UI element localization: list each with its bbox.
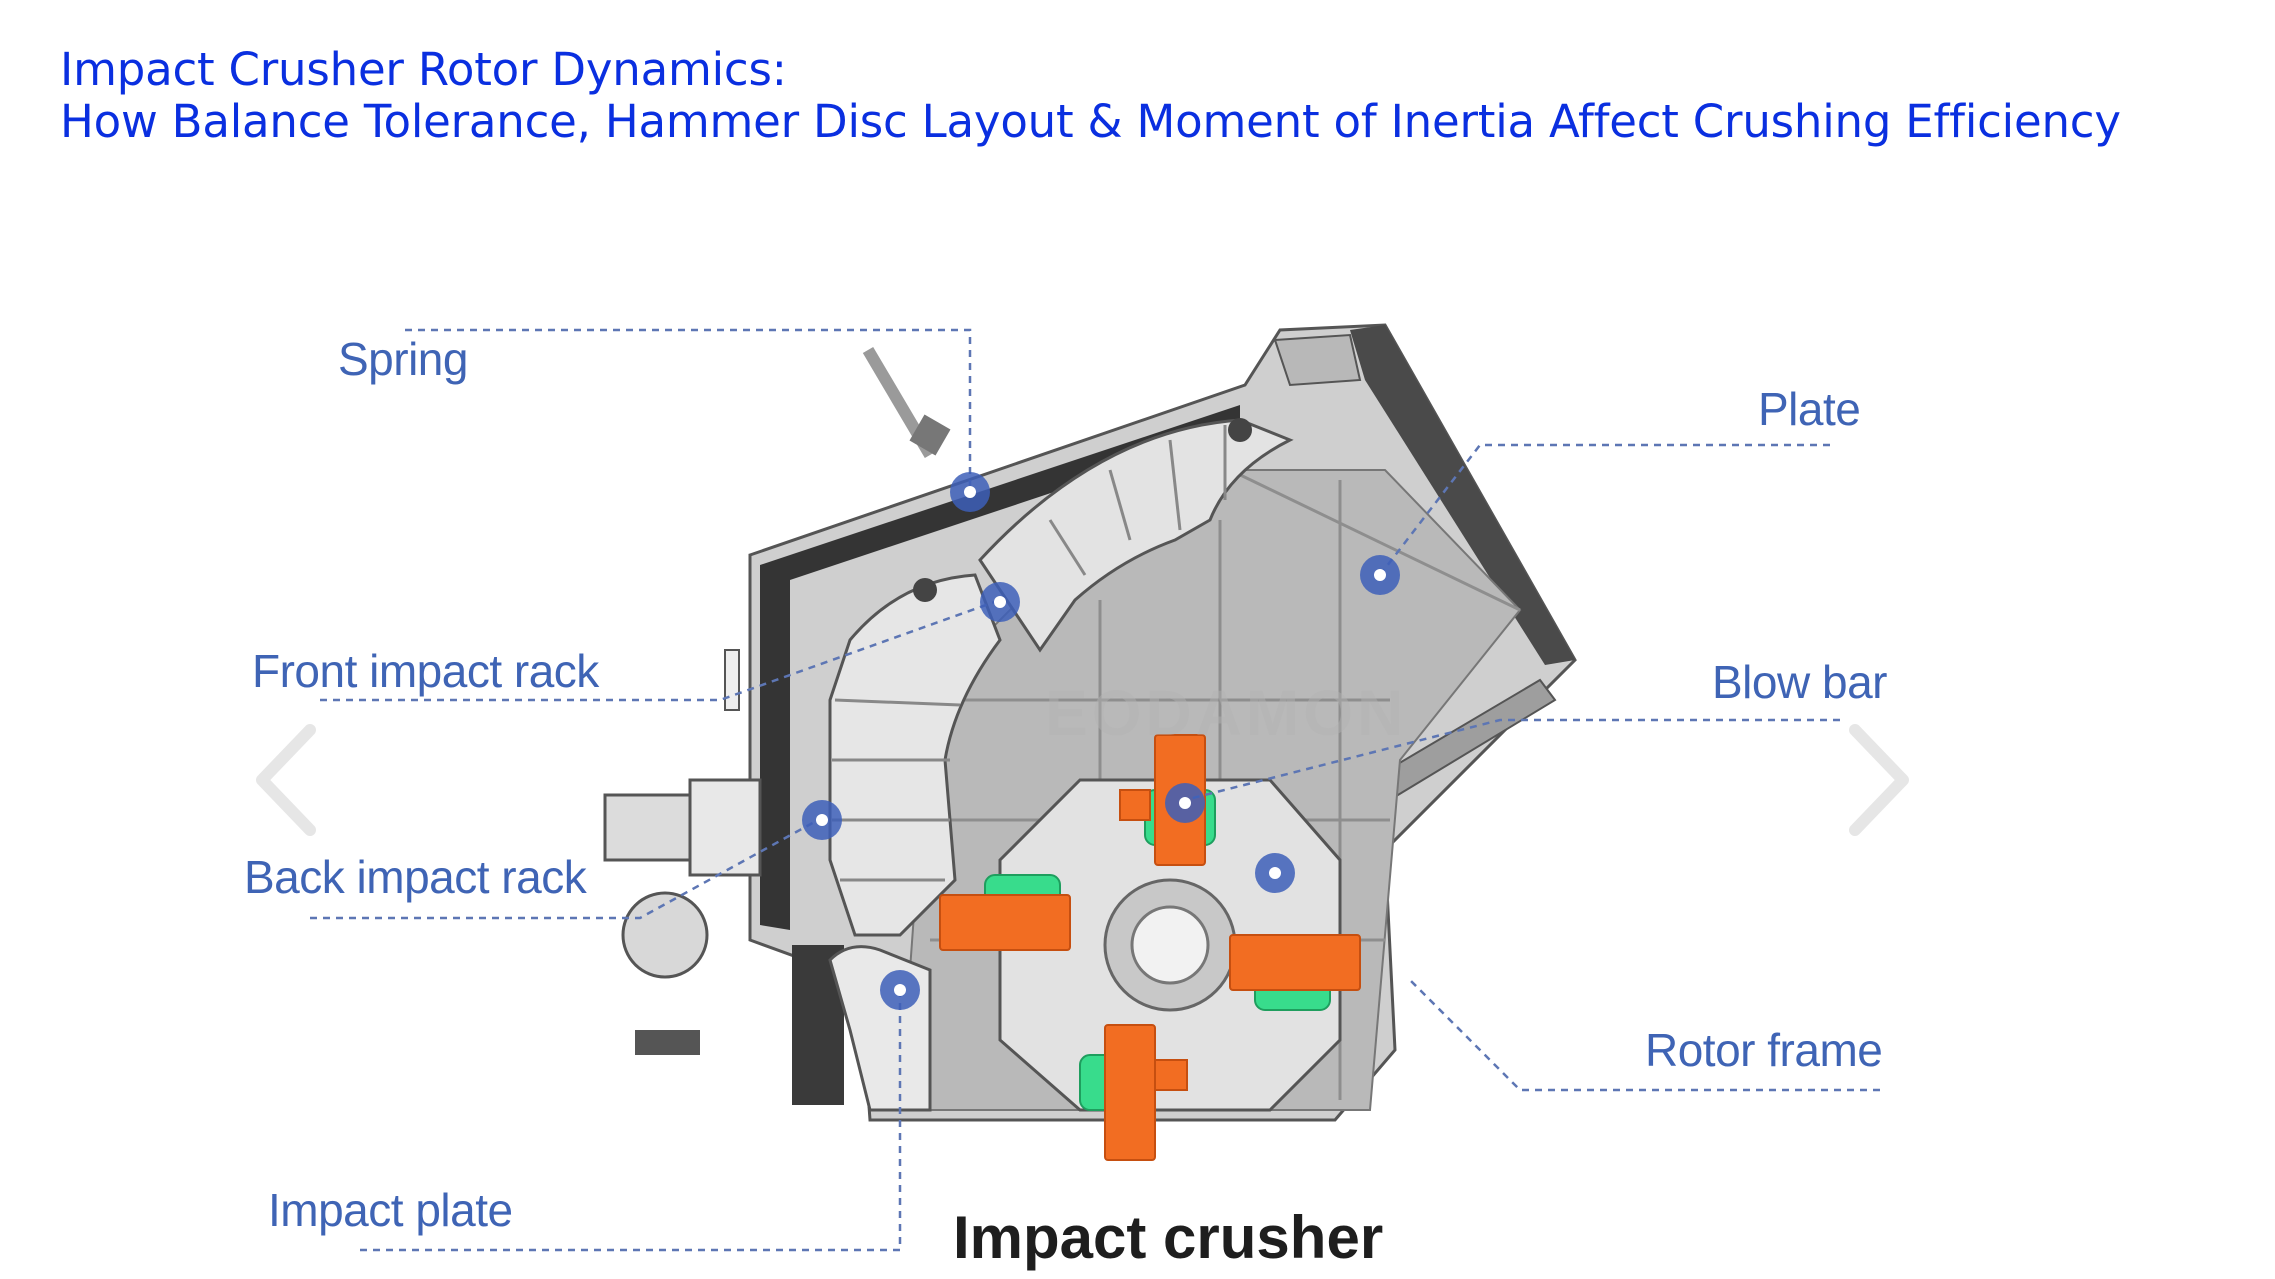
rack-pivot	[1228, 418, 1252, 442]
leader-spring	[405, 328, 972, 490]
rotor	[998, 778, 1342, 1112]
marker-impact-plate	[880, 970, 920, 1010]
diagram-caption: Impact crusher	[953, 1204, 1384, 1271]
title-line-1: Impact Crusher Rotor Dynamics:	[60, 43, 787, 96]
leader-front-rack	[320, 598, 1001, 702]
leader-impact-plate	[360, 990, 902, 1252]
leader-back-rack	[310, 818, 819, 920]
prev-arrow-icon[interactable]	[256, 724, 316, 836]
label-plate: Plate	[1758, 383, 1861, 435]
leader-blow-bar	[1184, 718, 1840, 802]
back-rack-segments	[832, 698, 961, 882]
marker-blow-bar	[1165, 783, 1205, 823]
label-back-impact-rack: Back impact rack	[244, 851, 587, 903]
leader-plate	[1379, 443, 1830, 576]
side-mechanism	[603, 649, 762, 1055]
label-rotor-frame: Rotor frame	[1645, 1024, 1883, 1076]
rotor-shaft	[1130, 905, 1210, 985]
marker-back-rack	[802, 800, 842, 840]
label-spring: Spring	[338, 333, 468, 385]
marker-spring	[950, 472, 990, 512]
marker-rotor-frame	[1255, 853, 1295, 893]
spring-rod	[862, 346, 951, 459]
front-rack-segments	[1048, 425, 1227, 576]
marker-plate	[1360, 555, 1400, 595]
front-impact-rack	[978, 418, 1294, 653]
page-title: Impact Crusher Rotor Dynamics: How Balan…	[60, 44, 2121, 148]
label-front-impact-rack: Front impact rack	[252, 645, 599, 697]
rack-pivot	[913, 578, 937, 602]
callout-markers	[802, 472, 1400, 1010]
label-blow-bar: Blow bar	[1712, 656, 1887, 708]
label-impact-plate: Impact plate	[268, 1184, 513, 1236]
leader-rotor-frame	[1409, 979, 1880, 1092]
impact-plate	[828, 945, 932, 1112]
watermark-text: EODAMON	[1045, 677, 1407, 749]
leader-lines	[310, 328, 1880, 1252]
next-arrow-icon[interactable]	[1849, 724, 1909, 836]
marker-front-rack	[980, 582, 1020, 622]
title-line-2: How Balance Tolerance, Hammer Disc Layou…	[60, 95, 2121, 148]
